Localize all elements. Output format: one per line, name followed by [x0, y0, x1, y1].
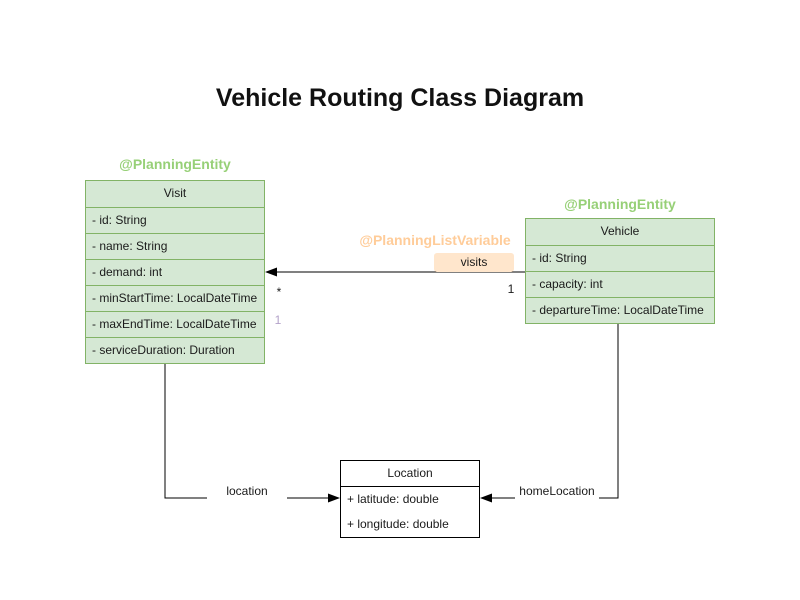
class-vehicle-attr: - departureTime: LocalDateTime: [526, 297, 714, 323]
edge-label-visits[interactable]: visits: [434, 253, 514, 272]
class-visit-attr: - name: String: [86, 233, 264, 259]
class-location[interactable]: Location + latitude: double + longitude:…: [340, 460, 480, 538]
class-vehicle-attr: - capacity: int: [526, 271, 714, 297]
edge-home-location: [480, 322, 619, 503]
arrowhead-location: [328, 493, 340, 503]
class-vehicle[interactable]: Vehicle - id: String - capacity: int - d…: [525, 218, 715, 324]
vehicle-annotation: @PlanningEntity: [564, 196, 676, 212]
arrowhead-visits: [265, 267, 277, 277]
class-visit-attr: - minStartTime: LocalDateTime: [86, 285, 264, 311]
class-location-attr: + latitude: double: [347, 492, 439, 506]
edge-label-home-location[interactable]: homeLocation: [515, 484, 599, 499]
class-vehicle-name: Vehicle: [600, 224, 640, 238]
edge-location: [164, 362, 340, 503]
multiplicity-visit-end: *: [276, 285, 282, 299]
class-visit[interactable]: Visit - id: String - name: String - dema…: [85, 180, 265, 364]
multiplicity-vehicle-end: 1: [507, 282, 515, 296]
class-visit-attr: - serviceDuration: Duration: [86, 337, 264, 363]
class-visit-attr: - demand: int: [86, 259, 264, 285]
class-vehicle-attr: - id: String: [526, 245, 714, 271]
class-location-name: Location: [341, 461, 479, 487]
diagram-title: Vehicle Routing Class Diagram: [215, 84, 585, 112]
visits-annotation: @PlanningListVariable: [359, 232, 511, 248]
visit-annotation: @PlanningEntity: [119, 156, 231, 172]
edge-label-location[interactable]: location: [207, 484, 287, 499]
class-visit-attr: - id: String: [86, 207, 264, 233]
arrowhead-home-location: [480, 493, 492, 503]
class-location-attr: + longitude: double: [347, 517, 449, 531]
class-visit-name: Visit: [163, 186, 187, 200]
class-visit-attr: - maxEndTime: LocalDateTime: [86, 311, 264, 337]
multiplicity-visit-end-secondary: 1: [274, 313, 282, 327]
